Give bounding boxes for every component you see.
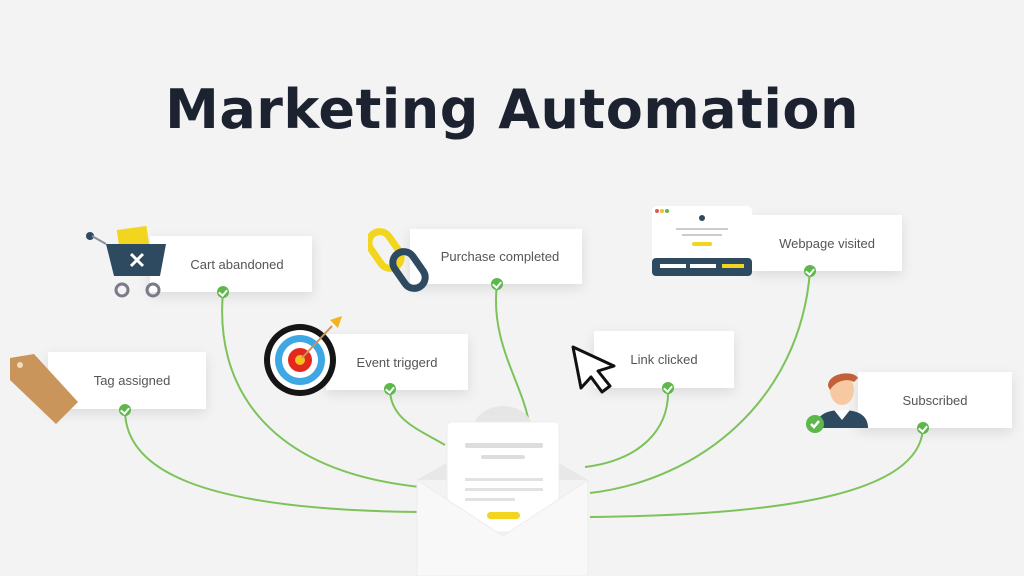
check-icon [917,422,929,434]
trigger-label: Subscribed [902,392,968,408]
trigger-label: Link clicked [630,352,698,367]
check-icon [217,286,229,298]
trigger-label: Webpage visited [779,235,875,251]
check-icon [804,265,816,277]
connector-webpage [589,270,811,494]
check-icon [119,404,131,416]
trigger-label: Tag assigned [93,373,171,388]
browser-window-icon [652,206,752,276]
trigger-card-cart: Cart abandoned [150,236,312,292]
check-icon [491,278,503,290]
connector-event [389,388,446,446]
trigger-card-webpage: Webpage visited [752,215,902,271]
target-arrow-icon [264,316,342,396]
open-envelope-icon [416,406,589,576]
mouse-cursor-icon [571,345,616,394]
trigger-label: Cart abandoned [190,256,284,272]
page-title: Marketing Automation [165,78,859,141]
connector-link [584,387,670,468]
connector-subscribed [589,427,924,518]
connector-purchase [495,283,529,419]
check-icon [662,382,674,394]
trigger-card-purchase: Purchase completed [410,229,582,284]
check-icon [384,383,396,395]
trigger-card-subscribed: Subscribed [858,372,1012,428]
user-check-icon [806,373,868,433]
trigger-label: Event triggerd [356,354,438,370]
chain-link-icon [368,228,429,292]
connector-cart [221,291,421,488]
connector-tag [124,409,421,513]
trigger-card-link: Link clicked [594,331,734,388]
trigger-card-event: Event triggerd [326,334,468,390]
price-tag-icon [10,354,78,424]
shopping-cart-x-icon [86,225,166,298]
trigger-label: Purchase completed [440,249,560,264]
